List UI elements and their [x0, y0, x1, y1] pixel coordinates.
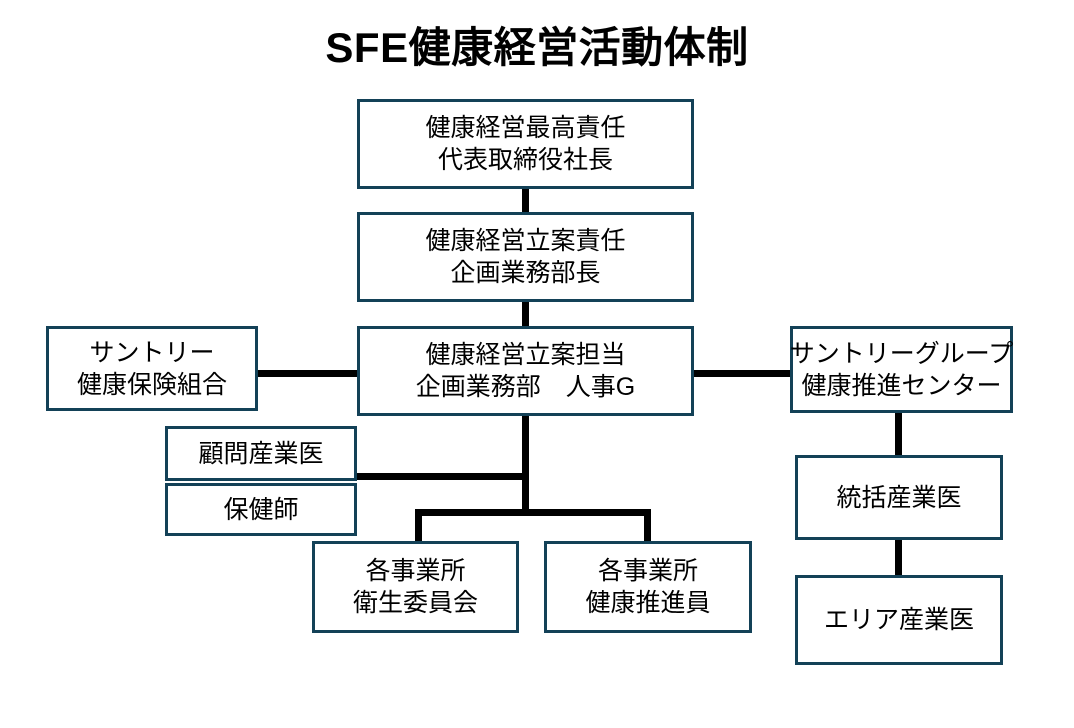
connector-to-safety-committee [415, 509, 422, 545]
page-title: SFE健康経営活動体制 [325, 24, 749, 71]
node-health-insurance-line1: サントリー [89, 338, 215, 367]
node-planning-lead-line2: 企画業務部長 [450, 259, 601, 287]
node-planning-staff-line1: 健康経営立案担当 [425, 341, 626, 369]
node-health-promoter-line2: 健康推進員 [585, 589, 711, 617]
node-chief-doctor[interactable]: 統括産業医 [795, 455, 1003, 540]
node-ceo-line1: 健康経営最高責任 [425, 114, 626, 142]
node-planning-staff[interactable]: 健康経営立案担当 企画業務部 人事G [357, 326, 694, 416]
node-planning-lead-line1: 健康経営立案責任 [425, 227, 626, 255]
node-planning-lead[interactable]: 健康経営立案責任 企画業務部長 [357, 212, 694, 302]
node-ceo-line2: 代表取締役社長 [437, 146, 613, 174]
node-safety-committee-line1: 各事業所 [365, 557, 466, 585]
node-health-insurance[interactable]: サントリー 健康保険組合 [46, 326, 258, 411]
node-public-health-nurse-line1: 保健師 [223, 495, 299, 524]
node-advisory-doctor[interactable]: 顧問産業医 [165, 426, 357, 481]
node-advisory-doctor-line1: 顧問産業医 [198, 439, 324, 468]
node-chief-doctor-line1: 統括産業医 [836, 483, 962, 512]
node-group-center-line2: 健康推進センター [801, 371, 1002, 400]
connector-ceo-to-planning-lead [522, 186, 529, 218]
connector-health-insurance-to-planning-staff [255, 370, 365, 377]
node-health-promoter-line1: 各事業所 [597, 557, 698, 585]
node-area-doctor[interactable]: エリア産業医 [795, 575, 1003, 665]
node-area-doctor-line1: エリア産業医 [823, 606, 974, 634]
connector-to-health-promoter [644, 509, 651, 545]
node-safety-committee[interactable]: 各事業所 衛生委員会 [312, 541, 519, 633]
connector-bottom-split-bar [415, 509, 651, 516]
node-planning-staff-line2: 企画業務部 人事G [415, 373, 636, 401]
node-ceo[interactable]: 健康経営最高責任 代表取締役社長 [357, 99, 694, 189]
connector-advisory-doctor-branch [352, 473, 526, 480]
node-health-insurance-line2: 健康保険組合 [76, 370, 227, 399]
node-health-promoter[interactable]: 各事業所 健康推進員 [544, 541, 752, 633]
node-group-center[interactable]: サントリーグループ 健康推進センター [790, 326, 1013, 413]
node-safety-committee-line2: 衛生委員会 [352, 589, 478, 617]
connector-planning-staff-trunk [522, 412, 529, 516]
connector-planning-staff-to-group-center [690, 370, 794, 377]
node-public-health-nurse[interactable]: 保健師 [165, 483, 357, 536]
connector-chief-doctor-to-area-doctor [895, 536, 902, 578]
connector-planning-lead-to-planning-staff [522, 298, 529, 330]
node-group-center-line1: サントリーグループ [789, 339, 1014, 368]
connector-group-center-to-chief-doctor [895, 409, 902, 459]
